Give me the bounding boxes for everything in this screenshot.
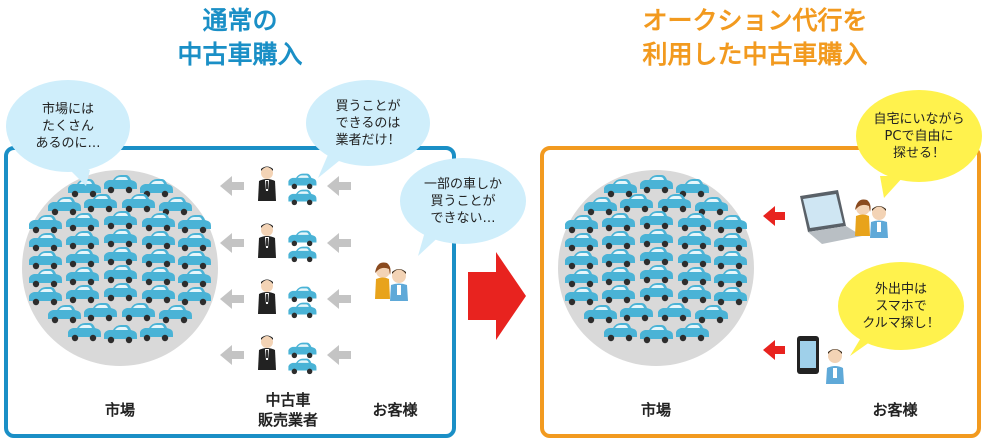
big-red-arrow-icon (468, 252, 526, 340)
customer-pair-icon-right (855, 199, 888, 238)
left-title: 通常の 中古車購入 (177, 6, 303, 69)
bubble-market-many: 市場には たくさん あるのに… (6, 80, 130, 172)
customer-pair-icon-left (375, 262, 408, 301)
label-customer-right: お客様 (872, 401, 918, 419)
label-dealer: 中古車 販売業者 (257, 391, 318, 429)
label-market-right: 市場 (640, 401, 671, 419)
red-arrow-icon-top (763, 206, 785, 226)
label-customer-left: お客様 (372, 401, 418, 419)
bubble-outside-phone: 外出中は スマホで クルマ探し！ (838, 262, 964, 350)
dealer-rows (220, 166, 351, 375)
right-title: オークション代行を 利用した中古車購入 (642, 6, 868, 69)
bubble-only-some: 一部の車しか 買うことが できない… (400, 158, 526, 244)
auction-purchase-panel (540, 146, 981, 438)
customer-single-icon (826, 349, 844, 384)
bubble-only-dealers: 買うことが できるのは 業者だけ！ (306, 80, 430, 166)
laptop-icon (800, 190, 862, 244)
bubble-home-pc: 自宅にいながら PCで自由に 探せる！ (856, 90, 982, 182)
label-market-left: 市場 (104, 401, 135, 419)
normal-purchase-panel (4, 146, 456, 438)
smartphone-icon (797, 336, 819, 374)
red-arrow-icon-bottom (763, 340, 785, 360)
